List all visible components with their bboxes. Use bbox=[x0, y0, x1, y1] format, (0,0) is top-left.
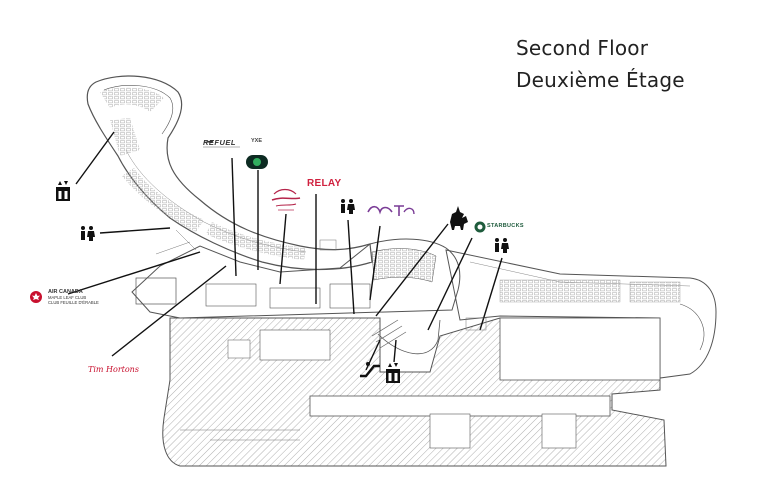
callout-lines bbox=[67, 131, 503, 371]
elevator-icon bbox=[56, 181, 70, 201]
floor-title-fr: Deuxième Étage bbox=[516, 68, 685, 92]
maple-leaf-club-label: MAPLE LEAF CLUB bbox=[48, 295, 87, 300]
lounge-logo bbox=[367, 205, 415, 216]
floor-title-en: Second Floor bbox=[516, 36, 649, 60]
central-concourse bbox=[131, 238, 461, 355]
pier-seating bbox=[100, 87, 306, 260]
landside-building bbox=[162, 317, 667, 467]
air-canada-label: AIR CANADA bbox=[48, 289, 83, 295]
refuel-label: REFUEL bbox=[203, 138, 236, 147]
starbucks-logo bbox=[474, 221, 486, 233]
yxe-label: YXE bbox=[251, 138, 263, 144]
plan-details bbox=[155, 229, 487, 441]
relay-label: RELAY bbox=[307, 178, 342, 189]
yxe-logo bbox=[246, 155, 268, 169]
club-feuille-label: CLUB FEUILLE D'ÉRABLE bbox=[48, 300, 99, 305]
elevator-icon bbox=[386, 363, 400, 383]
east-wing bbox=[445, 249, 717, 379]
restroom-icon bbox=[341, 199, 355, 214]
escalator-icon bbox=[360, 362, 380, 378]
starbucks-label: STARBUCKS bbox=[487, 223, 524, 229]
tim-hortons-label: Tim Hortons bbox=[88, 365, 139, 374]
refuel-logo bbox=[203, 140, 240, 148]
restroom-icon bbox=[81, 226, 95, 241]
restroom-icon bbox=[495, 238, 509, 253]
restaurant-logo bbox=[271, 188, 301, 211]
escalator-structure bbox=[371, 319, 407, 349]
dog-relief-icon bbox=[450, 206, 468, 230]
air-canada-logo bbox=[30, 291, 42, 303]
